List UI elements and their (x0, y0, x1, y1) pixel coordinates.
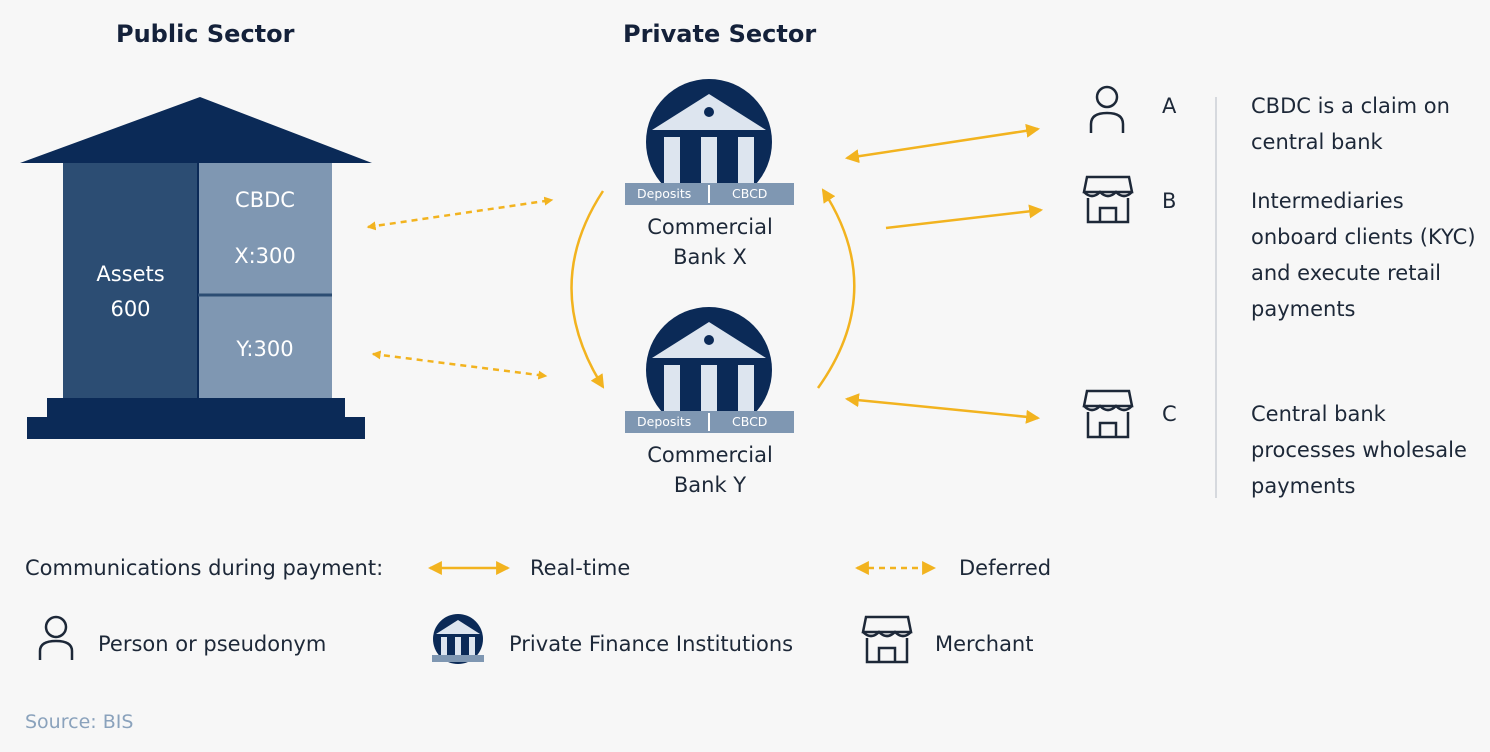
bank-x-name-line1: Commercial (647, 215, 773, 239)
deferred-arrow-x (366, 196, 554, 231)
legend-deferred-label: Deferred (959, 556, 1052, 580)
bank-y-deposits-label: Deposits (637, 414, 692, 429)
desc-line: Central bank (1251, 402, 1386, 426)
realtime-arrow-y-to-x (816, 188, 856, 389)
cbdc-label: CBDC (235, 188, 295, 212)
cbdc-y-value: Y:300 (236, 337, 294, 361)
realtime-arrow-a (844, 123, 1041, 164)
central-bank-step (47, 398, 345, 418)
bank-y-icon (625, 307, 794, 433)
deferred-arrow-y (371, 350, 548, 380)
realtime-arrow-b (885, 204, 1044, 230)
liabilities-block (198, 163, 332, 399)
participant-b-letter: B (1162, 189, 1177, 213)
realtime-arrow-x-to-y (570, 190, 605, 389)
source-note: Source: BIS (25, 711, 134, 733)
central-bank-base (27, 417, 365, 439)
participant-a-description: CBDC is a claim on central bank (1251, 88, 1450, 160)
bank-x-name-line2: Bank X (673, 245, 747, 269)
participant-c-description: Central bank processes wholesale payment… (1251, 396, 1467, 504)
participant-a-letter: A (1162, 94, 1177, 118)
participant-b-description: Intermediaries onboard clients (KYC) and… (1251, 183, 1476, 327)
bank-y-name-line1: Commercial (647, 443, 773, 467)
desc-line: processes wholesale (1251, 438, 1467, 462)
legend-institution-label: Private Finance Institutions (509, 632, 794, 656)
legend-communications-label: Communications during payment: (25, 556, 384, 580)
desc-line: central bank (1251, 130, 1383, 154)
desc-line: payments (1251, 474, 1356, 498)
assets-value: 600 (110, 297, 151, 321)
central-bank-building (20, 97, 372, 439)
bank-x-icon (625, 79, 794, 205)
assets-block (63, 163, 198, 399)
desc-line: payments (1251, 297, 1356, 321)
bank-icon (432, 614, 484, 664)
merchant-icon (861, 615, 913, 664)
bank-y-name-line2: Bank Y (673, 473, 747, 497)
cbdc-x-value: X:300 (234, 244, 296, 268)
desc-line: and execute retail (1251, 261, 1441, 285)
desc-line: CBDC is a claim on (1251, 94, 1450, 118)
central-bank-roof (20, 97, 372, 163)
desc-line: Intermediaries (1251, 189, 1404, 213)
realtime-arrow-c (844, 393, 1041, 424)
assets-label: Assets (96, 262, 165, 286)
public-sector-heading: Public Sector (116, 20, 295, 48)
desc-line: onboard clients (KYC) (1251, 225, 1476, 249)
bank-y-cbcd-label: CBCD (732, 414, 768, 429)
participant-c-letter: C (1162, 402, 1177, 426)
bank-x-deposits-label: Deposits (637, 186, 692, 201)
legend-realtime-label: Real-time (530, 556, 631, 580)
merchant-icon (1082, 175, 1134, 224)
legend-person-label: Person or pseudonym (98, 632, 327, 656)
private-sector-heading: Private Sector (623, 20, 817, 48)
legend-merchant-label: Merchant (935, 632, 1034, 656)
bank-x-cbcd-label: CBCD (732, 186, 768, 201)
merchant-icon (1082, 389, 1134, 439)
person-icon (1089, 85, 1125, 133)
person-icon (38, 615, 74, 660)
